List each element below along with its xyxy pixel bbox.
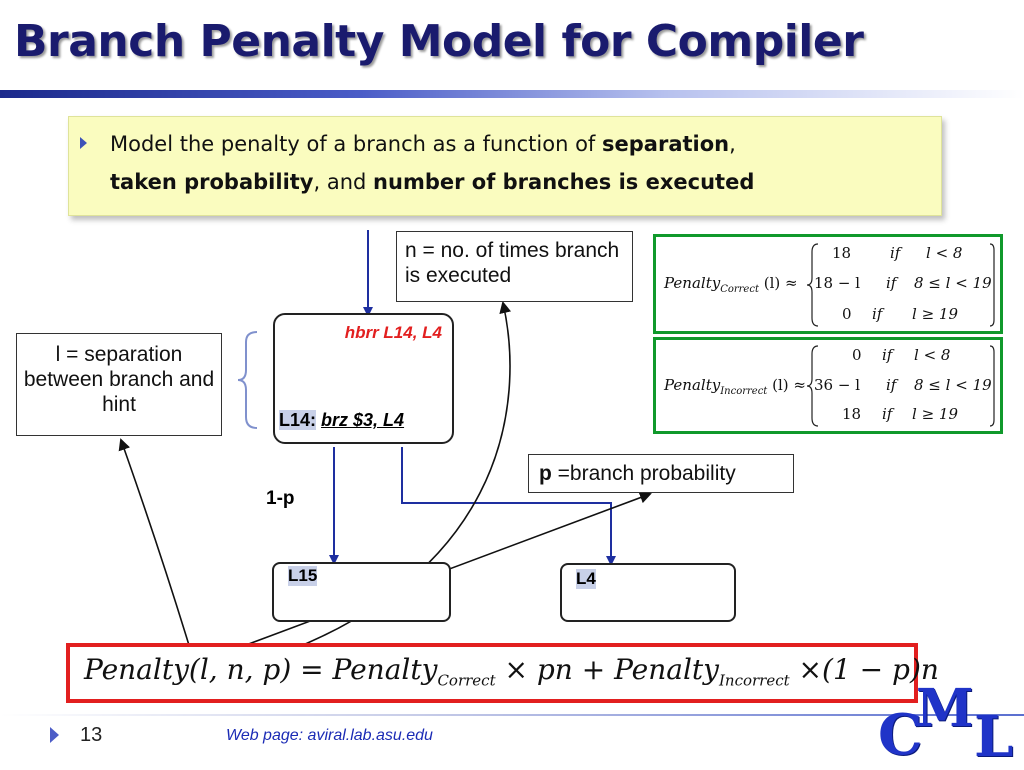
correct-case-1: 18 if l < 8 [832,244,982,262]
incorrect-case-1-cond: l < 8 [914,346,951,364]
correct-case-1-cond: l < 8 [926,244,963,262]
penalty-incorrect-lhs: PenaltyIncorrect (l) ≈ [664,376,806,397]
n-arrow [231,301,512,671]
footer-arrow-icon [50,727,59,743]
penalty-incorrect-name: Penalty [664,376,721,394]
left-brace-icon [806,243,819,327]
correct-case-1-if: if [890,244,901,262]
incorrect-case-2-cond: 8 ≤ l < 19 [914,376,992,394]
hint-instruction: hbrr L14, L4 [344,323,442,342]
correct-case-2: 18 − l if 8 ≤ l < 19 [814,274,992,292]
bullet-text: Model the penalty of a branch as a funct… [110,125,930,201]
incorrect-case-2-value: 36 − l [814,376,860,394]
taken-arrow [401,447,616,566]
code-block: hbrr L14, L4 L14: brz $3, L4 [273,313,454,444]
main-formula-text: Penalty(l, n, p) = PenaltyCorrect × pn +… [84,653,939,690]
incorrect-case-3-if: if [882,405,893,423]
correct-case-3-if: if [872,305,883,323]
correct-case-2-cond: 8 ≤ l < 19 [914,274,992,292]
target-label-l15: L15 [288,566,318,586]
bullet-bold-separation: separation [602,132,730,156]
incorrect-case-2-if: if [886,376,897,394]
l-arrow [118,438,193,656]
main-formula-sub1: Correct [437,671,496,690]
main-formula-sub2: Incorrect [718,671,790,690]
main-formula-part2: × pn + Penalty [495,653,719,686]
n-definition-text: n = no. of times branch is executed [405,239,620,287]
right-brace-icon [989,345,995,427]
penalty-correct-arg: (l) ≈ [763,274,798,292]
correct-case-1-value: 18 [832,244,852,262]
main-formula-part1: Penalty(l, n, p) = Penalty [84,653,438,686]
right-brace-icon [989,243,995,327]
p-definition-note: p =branch probability [528,454,794,493]
p-definition-text: =branch probability [551,462,736,485]
left-brace-icon [806,345,819,427]
title-underline [0,90,1024,98]
brace-icon [237,331,258,429]
penalty-incorrect-formula: PenaltyIncorrect (l) ≈ 0 if l < 8 36 − l if… [653,337,1003,434]
incorrect-case-1-value: 0 [852,346,862,364]
branch-op: brz $3, L4 [321,410,405,430]
penalty-incorrect-arg: (l) ≈ [772,376,806,394]
penalty-correct-name: Penalty [664,274,721,292]
bullet-text-1: Model the penalty of a branch as a funct… [110,132,603,156]
bullet-text-3: , and [313,170,374,194]
n-definition-note: n = no. of times branch is executed [396,231,633,302]
incorrect-case-1-if: if [882,346,893,364]
cml-logo: C M L [878,672,1024,770]
main-formula-part3: ×(1 − p)n [789,653,939,686]
penalty-correct-sub: Correct [720,284,759,295]
bullet-arrow-icon [80,137,87,149]
bullet-bold-taken-probability: taken probability [110,170,314,194]
correct-case-2-value: 18 − l [814,274,860,292]
correct-case-3-value: 0 [842,305,852,323]
correct-case-2-if: if [886,274,897,292]
penalty-incorrect-sub: Incorrect [720,386,768,397]
main-penalty-formula: Penalty(l, n, p) = PenaltyCorrect × pn +… [66,643,939,703]
branch-instruction: L14: brz $3, L4 [279,410,404,431]
incorrect-case-2: 36 − l if 8 ≤ l < 19 [814,376,992,394]
web-page-link[interactable]: Web page: aviral.lab.asu.edu [226,727,433,744]
incorrect-case-1: 0 if l < 8 [852,346,982,364]
page-number: 13 [80,724,103,746]
footer-rule [0,714,1024,716]
branch-label: L14: [279,410,317,430]
correct-case-3-cond: l ≥ 19 [912,305,958,323]
bullet-bold-number-executed: number of branches is executed [373,170,755,194]
p-symbol: p [539,462,552,485]
penalty-correct-formula: PenaltyCorrect (l) ≈ 18 if l < 8 18 − l if 8… [653,234,1003,334]
logo-letter-l: L [974,704,1014,770]
incorrect-case-3: 18 if l ≥ 19 [842,405,992,423]
incorrect-case-3-value: 18 [842,405,862,423]
edge-label-1-p: 1-p [266,488,295,509]
target-label-l4: L4 [576,569,596,589]
target-block-l15: L15 [272,562,451,622]
incorrect-case-3-cond: l ≥ 19 [912,405,958,423]
logo-letter-m: M [916,678,974,739]
l-definition-text: l = separation between branch and hint [23,343,215,416]
logo-letter-c: C [878,702,923,768]
target-block-l4: L4 [560,563,736,622]
l-definition-note: l = separation between branch and hint [16,333,222,436]
bullet-text-2: , [729,132,736,156]
penalty-correct-lhs: PenaltyCorrect (l) ≈ [664,274,798,295]
correct-case-3: 0 if l ≥ 19 [842,305,992,323]
slide-title: Branch Penalty Model for Compiler [14,16,864,67]
bullet-box: Model the penalty of a branch as a funct… [68,116,942,216]
